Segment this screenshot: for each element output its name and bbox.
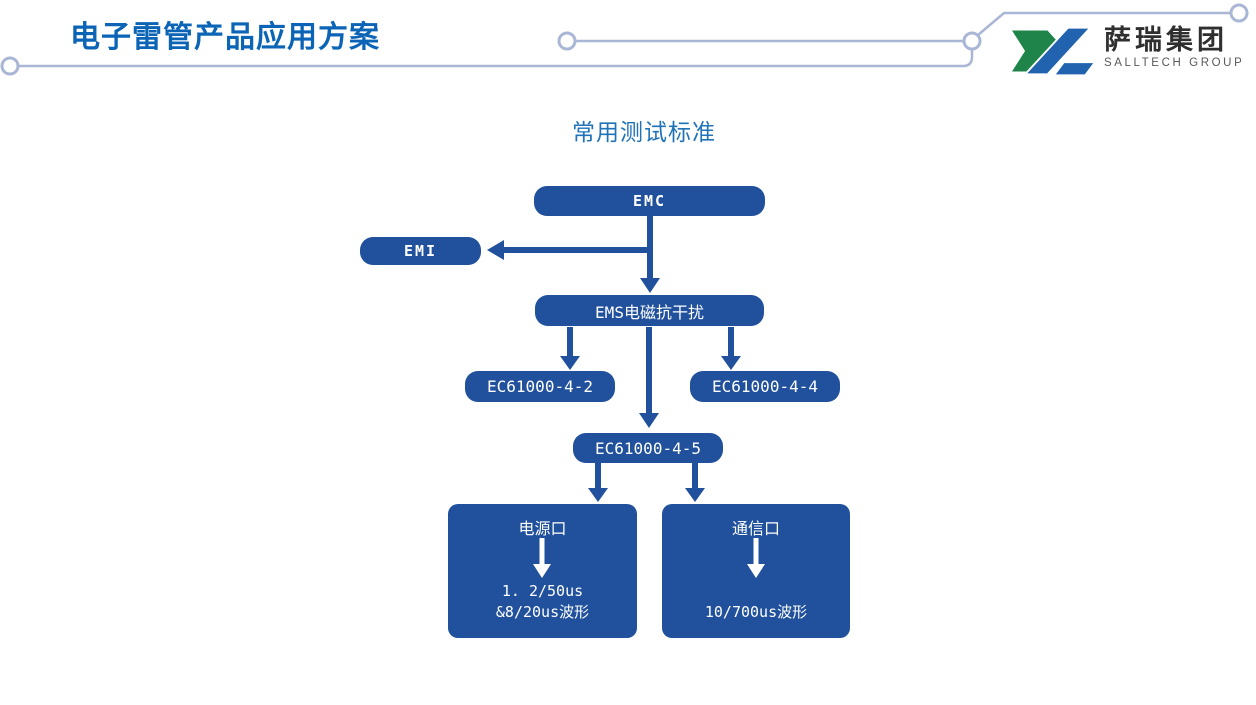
decorative-lines: [0, 3, 1249, 76]
salltech-logo-icon: [1012, 27, 1094, 75]
arrowhead-down-icon: [588, 488, 608, 502]
power-port-label: 电源口: [518, 519, 567, 538]
arrowhead-down-icon: [640, 278, 660, 293]
logo-name-en: SALLTECH GROUP: [1104, 57, 1245, 69]
node-ec61000-4-5: EC61000-4-5: [573, 433, 723, 463]
power-port-waveform: 1. 2/50us &8/20us波形: [495, 581, 590, 622]
arrowhead-down-icon: [560, 356, 580, 370]
logo-name-cn: 萨瑞集团: [1104, 25, 1228, 55]
arrowhead-down-icon: [639, 413, 659, 428]
page-title: 电子雷管产品应用方案: [70, 21, 380, 54]
node-emc: EMC: [534, 186, 765, 216]
logo-text: 萨瑞集团 SALLTECH GROUP: [1104, 27, 1244, 70]
node-ems: EMS电磁抗干扰: [535, 295, 764, 326]
company-logo: 萨瑞集团 SALLTECH GROUP: [1012, 27, 1244, 75]
node-emi: EMI: [360, 237, 481, 265]
comm-port-waveform: 10/700us波形: [704, 603, 808, 622]
arrowhead-down-icon: [721, 356, 741, 370]
arrowhead-down-icon: [685, 488, 705, 502]
arrowhead-left-icon: [487, 240, 504, 260]
node-comm-port: 通信口 10/700us波形: [662, 504, 850, 638]
node-power-port: 电源口 1. 2/50us &8/20us波形: [448, 504, 637, 638]
node-ec61000-4-2: EC61000-4-2: [465, 371, 615, 402]
comm-port-label: 通信口: [731, 519, 780, 538]
diagram-title: 常用测试标准: [572, 119, 716, 145]
node-ec61000-4-4: EC61000-4-4: [690, 371, 840, 402]
